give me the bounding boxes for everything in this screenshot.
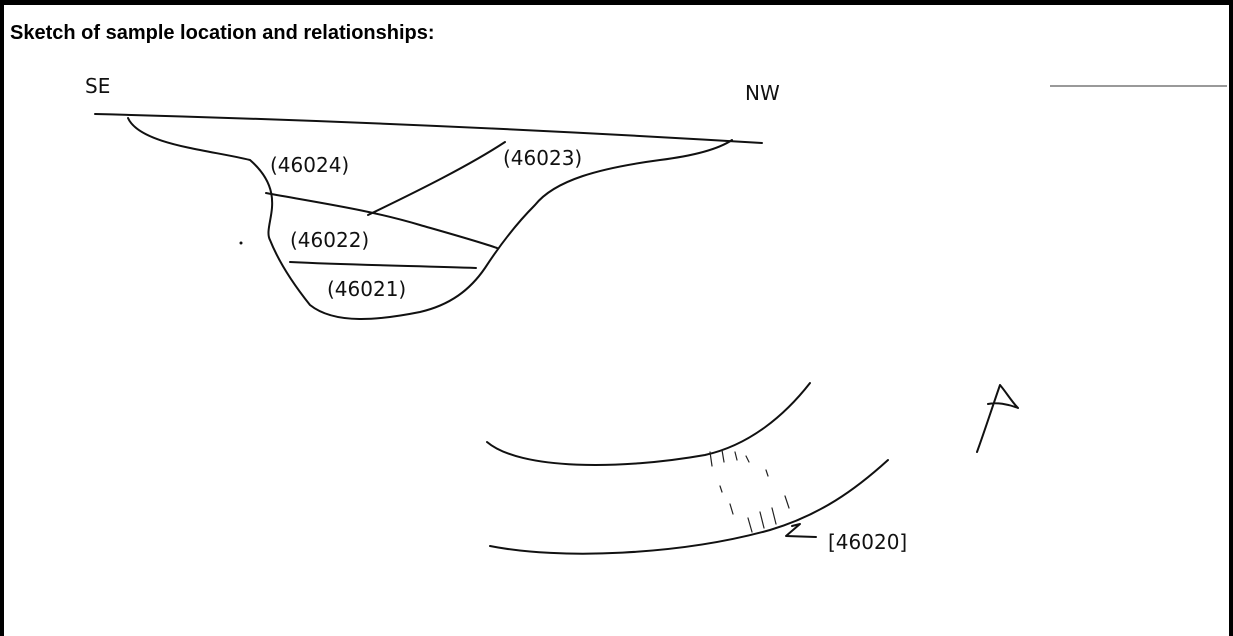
sample-label-46023: (46023) (503, 146, 582, 170)
sample-label-46022: (46022) (290, 228, 369, 252)
orientation-label-nw: NW (745, 81, 780, 105)
sample-label-46024: (46024) (270, 153, 349, 177)
plan-upper-edge (486, 382, 811, 466)
ground-surface-line (94, 113, 763, 144)
plan-lower-edge (489, 459, 889, 555)
sample-label-46020: [46020] (828, 530, 907, 554)
layer-boundary-46024-46023 (367, 141, 506, 216)
orientation-label-se: SE (85, 74, 110, 98)
layer-boundary-46024-46022 (265, 192, 498, 249)
hatching-marks (709, 449, 790, 533)
layer-boundary-46022-46021 (289, 261, 477, 269)
sample-label-46021: (46021) (327, 277, 406, 301)
north-arrow-icon (976, 384, 1019, 453)
sample-pointer (785, 523, 817, 538)
stray-mark (239, 241, 243, 245)
section-heading: Sketch of sample location and relationsh… (10, 22, 435, 44)
cut-profile-line (127, 117, 733, 320)
